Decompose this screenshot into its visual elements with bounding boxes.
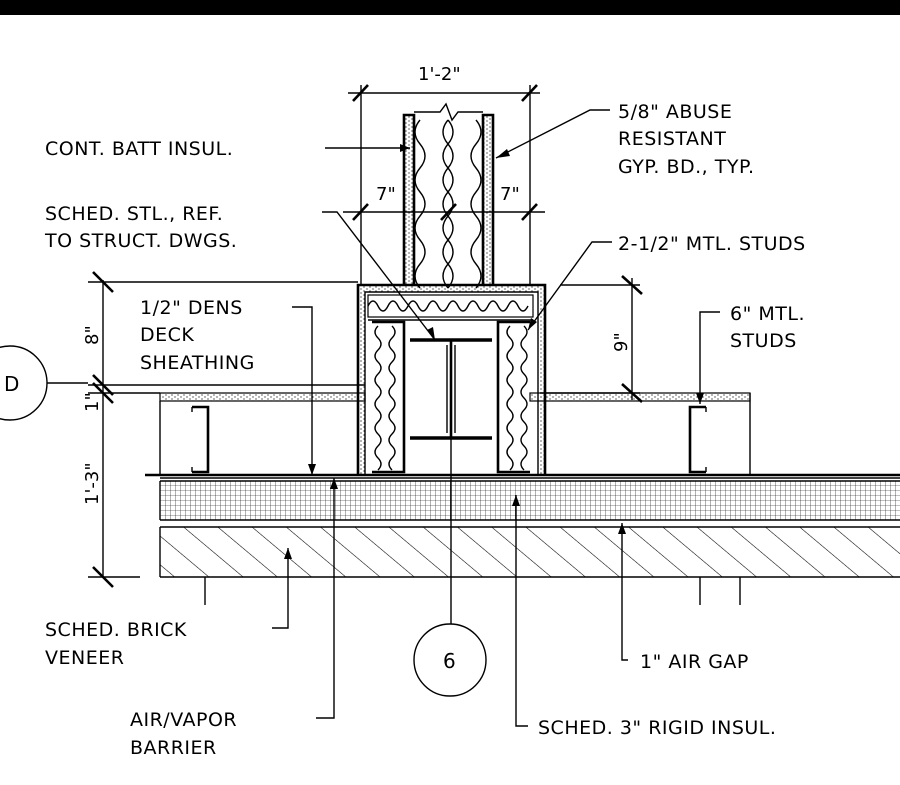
steel-beam — [410, 338, 492, 440]
note-abuse-gyp-1: 5/8" ABUSE — [618, 101, 732, 123]
note-sched-stl-2: TO STRUCT. DWGS. — [44, 230, 237, 252]
note-abuse-gyp-3: GYP. BD., TYP. — [618, 156, 755, 178]
dimension-lines — [88, 84, 643, 588]
dim-nine: 9" — [611, 332, 632, 352]
brick-veneer — [159, 526, 900, 578]
dim-left-seven: 7" — [376, 184, 396, 205]
note-rigid-insul: SCHED. 3" RIGID INSUL. — [538, 717, 776, 739]
grid-bubble-d — [0, 345, 88, 421]
leader-lines — [272, 109, 720, 727]
note-abuse-gyp-2: RESISTANT — [618, 128, 726, 150]
note-air-vapor-2: BARRIER — [130, 737, 217, 759]
note-batt-insul: CONT. BATT INSUL. — [45, 138, 233, 160]
note-brick-1: SCHED. BRICK — [45, 619, 187, 641]
note-brick-2: VENEER — [45, 647, 124, 669]
note-dens-deck-3: SHEATHING — [140, 352, 255, 374]
note-air-vapor-1: AIR/VAPOR — [130, 709, 237, 731]
grid-bubble-d-label: D — [4, 372, 19, 396]
grid-bubble-6 — [413, 623, 487, 697]
dim-one-inch: 1" — [82, 392, 103, 412]
dim-one-three: 1'-3" — [82, 462, 103, 505]
grid-bubble-6-label: 6 — [443, 649, 456, 673]
stud-left-6in — [191, 405, 210, 474]
note-air-gap: 1" AIR GAP — [640, 651, 749, 673]
note-sched-stl-1: SCHED. STL., REF. — [45, 203, 223, 225]
title-border-bar — [0, 0, 900, 15]
dim-top-width: 1'-2" — [418, 64, 461, 85]
upper-wall — [402, 102, 495, 289]
dim-right-seven: 7" — [500, 184, 520, 205]
rigid-insulation — [159, 480, 900, 520]
stud-right-6in — [688, 405, 707, 474]
column-enclosure — [356, 283, 547, 475]
note-mtl-studs-25: 2-1/2" MTL. STUDS — [618, 233, 806, 255]
note-dens-deck-2: DECK — [140, 324, 194, 346]
dim-eight: 8" — [82, 325, 103, 345]
note-mtl-studs-6-2: STUDS — [730, 330, 797, 352]
note-dens-deck-1: 1/2" DENS — [140, 297, 243, 319]
note-mtl-studs-6-1: 6" MTL. — [730, 303, 805, 325]
